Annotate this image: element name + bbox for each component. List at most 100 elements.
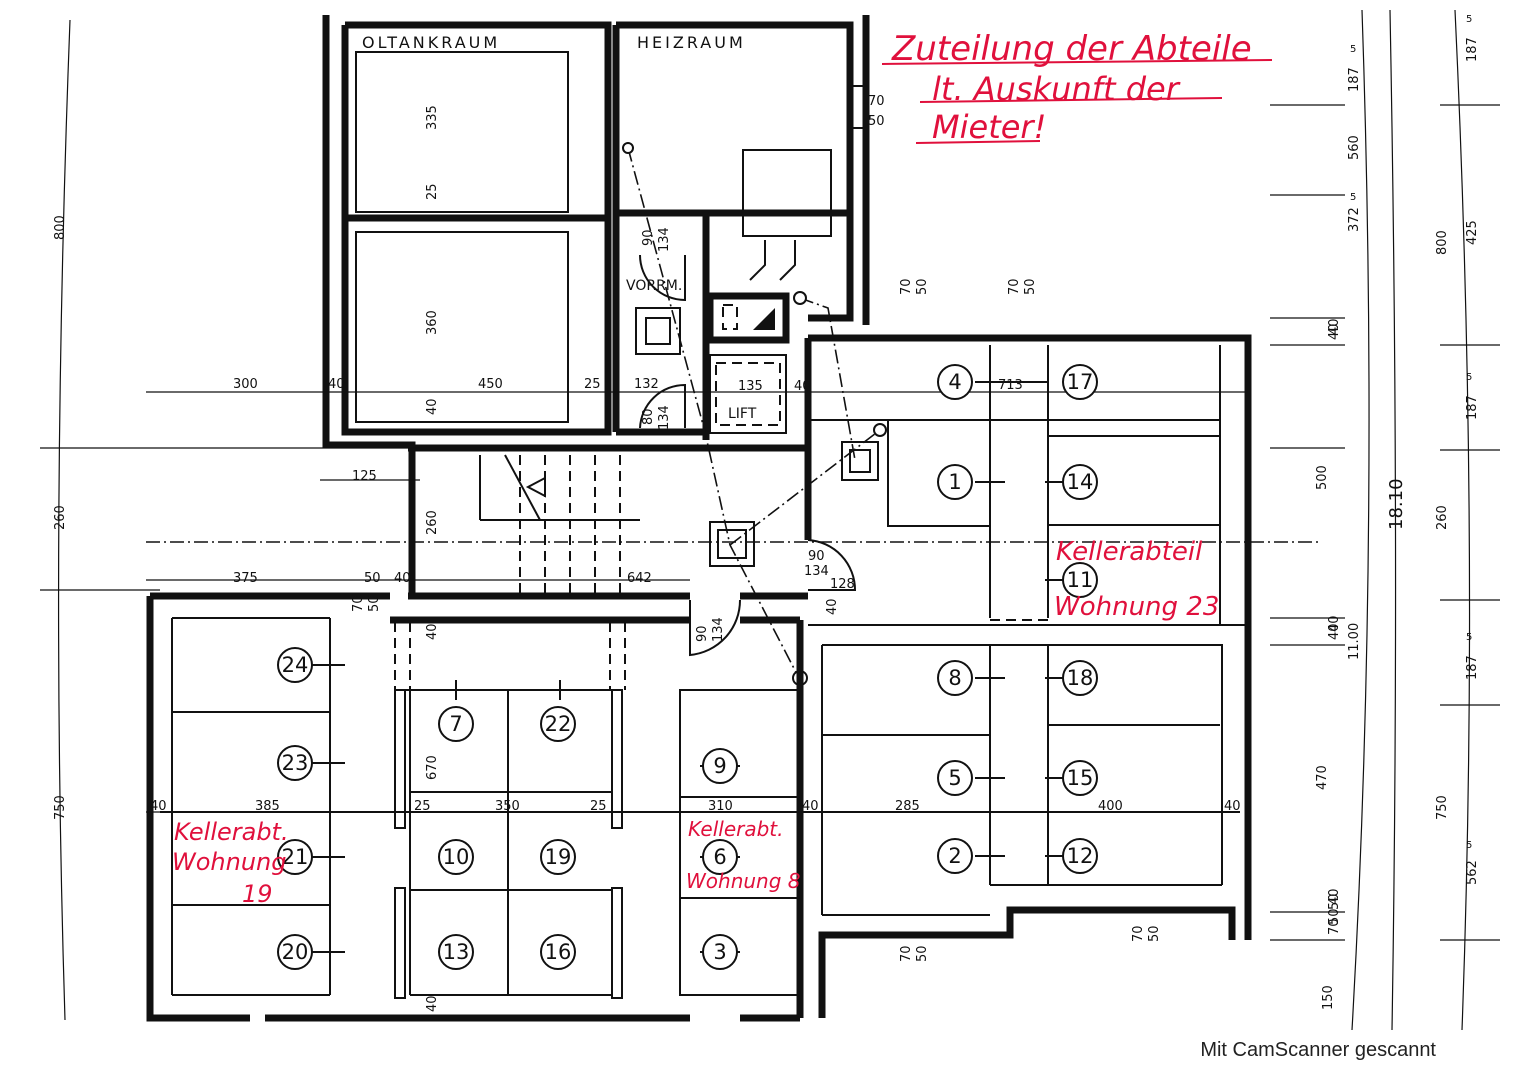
compartment-1: 1 (937, 464, 973, 500)
svg-text:11: 11 (1067, 568, 1094, 592)
dim-r1-500: 500 (1315, 465, 1330, 490)
dim-r1-560: 560 (1347, 135, 1362, 160)
dim-90c: 90 (808, 549, 825, 564)
svg-text:8: 8 (948, 666, 961, 690)
dim-670: 670 (425, 755, 440, 780)
dim-r1-50: 50 (1327, 908, 1342, 925)
dim-r2-750: 750 (1435, 795, 1450, 820)
dim-r2-800: 800 (1435, 230, 1450, 255)
pipe-line-2 (729, 429, 881, 546)
dim-r2-187b: 187 (1465, 395, 1480, 420)
compartment-9: 9 (702, 748, 738, 784)
dim-70-g: 70 (1327, 918, 1342, 935)
door-swing-1 (689, 599, 742, 657)
dim-90b: 90 (695, 625, 710, 642)
dim-80: 80 (641, 408, 656, 425)
svg-text:2: 2 (948, 844, 961, 868)
kellerabt-left-number: 19 (242, 880, 273, 908)
dim-70-c: 70 (868, 94, 885, 109)
dim-335: 335 (425, 105, 440, 130)
svg-text:17: 17 (1067, 370, 1094, 394)
dim-642: 642 (627, 571, 652, 586)
lift-shaft (709, 354, 787, 434)
dim-50-e: 50 (915, 945, 930, 962)
svg-text:18: 18 (1067, 666, 1094, 690)
compartment-15: 15 (1062, 760, 1098, 796)
compartment-6: 6 (702, 839, 738, 875)
compartment-21: 21 (277, 839, 313, 875)
right-upper-compartments (808, 345, 1250, 626)
heizraum-label: HEIZRAUM (637, 33, 746, 52)
svg-text:3: 3 (713, 940, 726, 964)
dim-25b: 25 (414, 799, 431, 814)
dim-50: 50 (364, 571, 381, 586)
compartment-7: 7 (438, 706, 474, 742)
door-swing-4 (639, 383, 686, 429)
boiler (742, 149, 832, 237)
stairs (479, 441, 879, 596)
dim-r1-187: 187 (1347, 67, 1362, 92)
dim-40b: 40 (794, 379, 811, 394)
compartment-20: 20 (277, 934, 313, 970)
dim-r1-5a: 5 (1350, 44, 1356, 55)
kellerabt-left-wohnung: Wohnung (172, 848, 287, 876)
dim-70-a: 70 (899, 278, 914, 295)
pipe-line-1 (627, 147, 801, 681)
dim-360: 360 (425, 310, 440, 335)
dim-350: 350 (495, 799, 520, 814)
svg-text:13: 13 (443, 940, 470, 964)
kellerabt-mid-label: Kellerabt. (688, 817, 784, 841)
dim-713: 713 (998, 378, 1023, 393)
dim-285: 285 (895, 799, 920, 814)
compartment-10: 10 (438, 839, 474, 875)
compartment-23: 23 (277, 745, 313, 781)
dim-r2-260: 260 (1435, 505, 1450, 530)
lower-middle-compartments (394, 622, 801, 999)
dim-40v: 40 (425, 398, 440, 415)
right-dimension-line-2 (1454, 9, 1471, 1031)
dim-70-d: 70 (351, 595, 366, 612)
right-dimension-line-1 (1351, 9, 1370, 1031)
svg-text:15: 15 (1067, 766, 1094, 790)
svg-text:19: 19 (545, 845, 572, 869)
stair-hall-walls (408, 334, 1252, 940)
dim-40j: 40 (1327, 323, 1342, 340)
svg-text:12: 12 (1067, 844, 1094, 868)
kellerabteil-label: Kellerabteil (1056, 537, 1203, 567)
svg-text:24: 24 (282, 653, 309, 677)
compartment-5: 5 (937, 760, 973, 796)
dim-40e: 40 (150, 799, 167, 814)
compartment-4: 4 (937, 364, 973, 400)
dim-400: 400 (1098, 799, 1123, 814)
dim-r1-470: 470 (1315, 765, 1330, 790)
dim-134d: 134 (804, 564, 829, 579)
dim-r2-425: 425 (1465, 220, 1480, 245)
svg-text:4: 4 (948, 370, 961, 394)
svg-text:9: 9 (713, 754, 726, 778)
dim-25c: 25 (590, 799, 607, 814)
dim-left-260: 260 (53, 505, 68, 530)
dim-25v: 25 (425, 183, 440, 200)
dim-50-b: 50 (1023, 278, 1038, 295)
dim-134b: 134 (657, 405, 672, 430)
dim-r1-372: 372 (1347, 207, 1362, 232)
svg-text:22: 22 (545, 712, 572, 736)
dim-r1-150: 150 (1321, 985, 1336, 1010)
dim-r1-40a: 40 (1327, 318, 1342, 335)
lower-left-walls (146, 592, 1240, 1022)
compartment-16: 16 (540, 934, 576, 970)
dim-40c: 40 (394, 571, 411, 586)
right-dimension-line-3 (1389, 9, 1397, 1031)
dim-132: 132 (634, 377, 659, 392)
door-swing-2 (807, 539, 857, 591)
svg-text:5: 5 (948, 766, 961, 790)
compartment-3: 3 (702, 934, 738, 970)
dim-40g: 40 (1224, 799, 1241, 814)
compartment-22: 22 (540, 706, 576, 742)
dim-left-800: 800 (53, 215, 68, 240)
kellerabt-mid-wohnung: Wohnung 8 (686, 869, 801, 893)
kellerabteil-wohnung: Wohnung 23 (1054, 592, 1219, 622)
compartment-13: 13 (438, 934, 474, 970)
dim-r2-5b: 5 (1466, 372, 1472, 383)
